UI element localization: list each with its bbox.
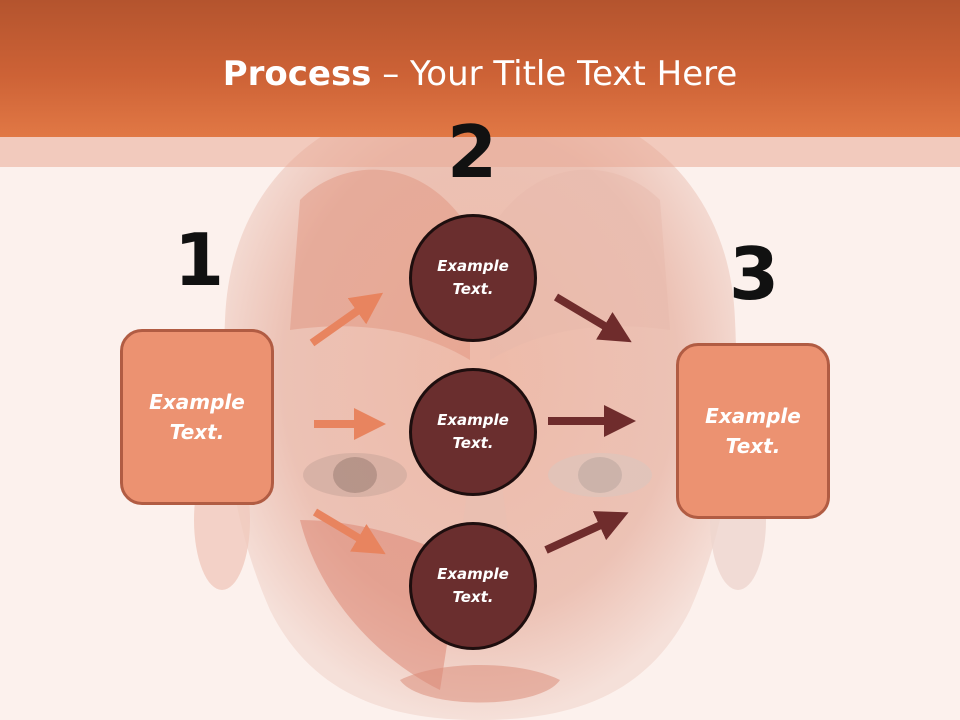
step-2-circle-middle: Example Text. — [409, 368, 537, 496]
arrow-to-top-circle — [309, 292, 384, 347]
step-number-2: 2 — [446, 110, 498, 194]
step-1-box: Example Text. — [120, 329, 274, 505]
step-2-circle-top: Example Text. — [409, 214, 537, 342]
slide-title: Process – Your Title Text Here — [0, 52, 960, 96]
step-number-3: 3 — [728, 232, 780, 316]
title-bar — [0, 0, 960, 137]
arrow-from-bottom-circle — [544, 511, 629, 554]
step-number-1: 1 — [173, 218, 225, 302]
arrow-from-top-circle — [553, 293, 632, 343]
slide-title-bold: Process — [222, 54, 372, 94]
title-underline-strip — [0, 137, 960, 167]
step-3-box: Example Text. — [676, 343, 830, 519]
arrow-to-bottom-circle — [312, 508, 386, 555]
step-2-circle-bottom: Example Text. — [409, 522, 537, 650]
slide-title-rest: – Your Title Text Here — [371, 54, 738, 94]
